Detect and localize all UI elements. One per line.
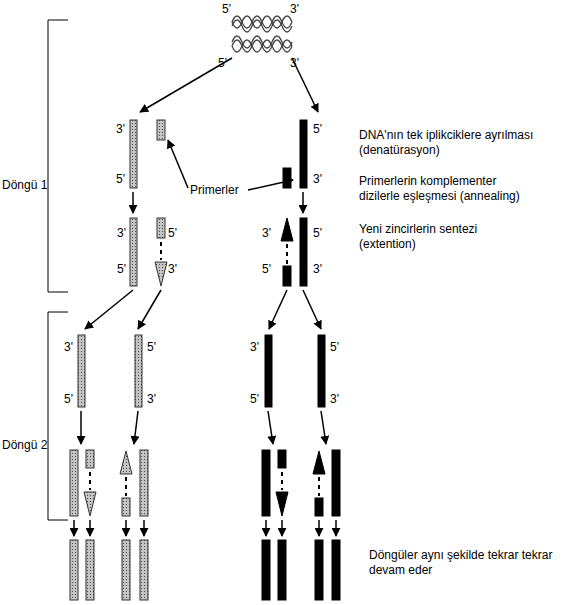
strand-end-label: 5' xyxy=(147,340,156,355)
strand-end-label: 5' xyxy=(262,262,271,277)
synthesis-arrowhead xyxy=(120,451,132,474)
flow-arrow xyxy=(85,290,133,329)
dna-strand xyxy=(332,540,340,600)
strand-end-label: 5' xyxy=(313,122,322,137)
flow-arrow xyxy=(335,520,337,536)
dna-strand xyxy=(300,218,307,286)
strand-end-label: 3' xyxy=(290,2,299,17)
dna-strand xyxy=(332,450,340,516)
dna-strand xyxy=(315,540,323,600)
dna-strand xyxy=(86,540,94,600)
flow-arrow xyxy=(302,192,304,213)
dna-strand xyxy=(265,335,272,407)
helix-strand xyxy=(232,40,292,52)
strand-end-label: 5' xyxy=(218,56,227,71)
flow-arrow xyxy=(89,520,91,536)
strand-end-label: 5' xyxy=(222,2,231,17)
flow-arrow xyxy=(265,520,267,536)
primer xyxy=(86,450,94,468)
strand-end-label: 3' xyxy=(262,226,271,241)
strand-end-label: 3' xyxy=(313,172,322,187)
flow-arrow xyxy=(143,520,145,536)
dna-strand xyxy=(140,450,148,516)
primer xyxy=(315,498,323,516)
synthesis-dash xyxy=(281,472,283,490)
synthesis-dash xyxy=(286,244,288,264)
primer xyxy=(283,168,291,188)
flow-arrow xyxy=(80,411,82,444)
step-label: Primerlerin komplementer dizilerle eşleş… xyxy=(359,174,529,204)
step-label: DNA'nın tek iplikciklere ayrılması (dena… xyxy=(359,128,549,158)
strand-end-label: 5' xyxy=(330,340,339,355)
note-label: Döngüler aynı şekilde tekrar tekrar deva… xyxy=(369,548,569,578)
flow-arrow xyxy=(134,411,138,444)
strand-end-label: 5' xyxy=(250,392,259,407)
strand-end-label: 3' xyxy=(147,392,156,407)
cycle-label: Döngü 2 xyxy=(2,438,47,453)
strand-end-label: 3' xyxy=(117,226,126,241)
cycle-label: Döngü 1 xyxy=(2,178,47,193)
strand-end-label: 3' xyxy=(250,340,259,355)
primer xyxy=(283,266,291,286)
strand-end-label: 5' xyxy=(64,392,73,407)
synthesis-arrowhead xyxy=(84,492,96,516)
flow-arrow xyxy=(318,520,320,536)
strand-end-label: 5' xyxy=(116,172,125,187)
strand-end-label: 3' xyxy=(168,262,177,277)
dna-strand xyxy=(262,450,270,516)
synthesis-dash xyxy=(89,472,91,490)
flow-arrow xyxy=(73,520,75,536)
primer xyxy=(157,120,165,140)
primer xyxy=(278,450,286,468)
dna-strand xyxy=(78,335,85,407)
dna-strand xyxy=(135,335,142,407)
dna-strand xyxy=(318,335,325,407)
dna-strand xyxy=(262,540,270,600)
strand-end-label: 3' xyxy=(290,56,299,71)
strand-end-label: 5' xyxy=(313,226,322,241)
flow-arrow xyxy=(321,411,326,444)
dna-strand xyxy=(278,540,286,600)
strand-end-label: 5' xyxy=(168,226,177,241)
helix-strand xyxy=(232,20,292,32)
flow-arrow xyxy=(125,520,127,536)
cycle-bracket xyxy=(48,20,68,292)
strand-end-label: 3' xyxy=(313,262,322,277)
flow-arrow xyxy=(132,192,134,213)
dna-strand xyxy=(130,218,137,286)
primer xyxy=(157,218,165,238)
primer xyxy=(122,498,130,516)
dna-strand xyxy=(70,450,78,516)
strand-end-label: 3' xyxy=(64,340,73,355)
synthesis-arrowhead xyxy=(276,492,288,516)
dna-strand xyxy=(130,120,137,188)
strand-end-label: 3' xyxy=(116,122,125,137)
strand-end-label: 5' xyxy=(117,262,126,277)
flow-arrow xyxy=(303,290,321,329)
primer-label: Primerler xyxy=(190,183,239,198)
synthesis-arrowhead xyxy=(281,218,293,241)
synthesis-dash xyxy=(160,242,162,260)
flow-arrow xyxy=(138,290,161,329)
synthesis-arrowhead xyxy=(313,451,325,474)
synthesis-dash xyxy=(125,477,127,496)
strand-end-label: 3' xyxy=(330,392,339,407)
dna-strand xyxy=(300,120,307,188)
flow-arrow xyxy=(268,411,273,444)
synthesis-dash xyxy=(318,477,320,496)
synthesis-arrowhead xyxy=(155,262,167,286)
dna-strand xyxy=(70,540,78,600)
pointer-arrow xyxy=(168,140,188,188)
flow-arrow xyxy=(281,520,283,536)
dna-strand xyxy=(122,540,130,600)
dna-strand xyxy=(140,540,148,600)
flow-arrow xyxy=(269,290,287,329)
helix-strand xyxy=(232,40,292,52)
step-label: Yeni zincirlerin sentezi (extention) xyxy=(359,222,509,252)
